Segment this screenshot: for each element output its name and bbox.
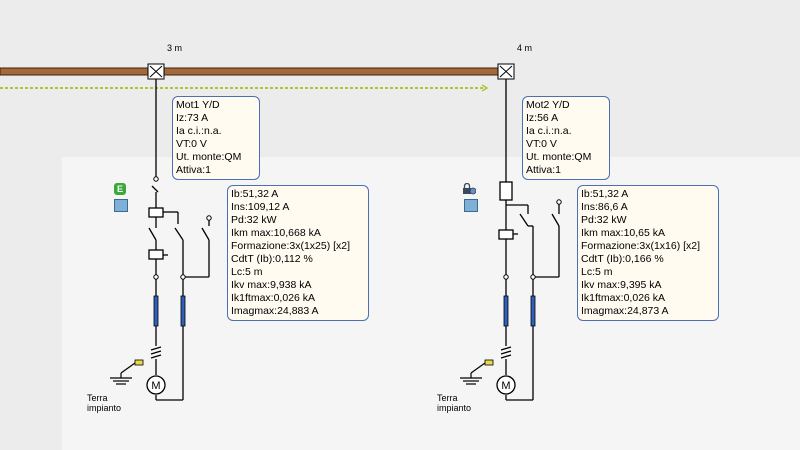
earth-label-2-line2: impianto [437, 403, 472, 413]
svg-text:M: M [151, 380, 160, 392]
motor-1-ikm: Ikm max:10,668 kA [231, 227, 321, 239]
motor-2-ikv: Ikv max:9,395 kA [581, 279, 662, 291]
motor-1-ib: Ib:51,32 A [231, 188, 279, 200]
earth-label-1-line1: Terra [87, 393, 108, 403]
motor-2-ins: Ins:86,6 A [581, 201, 628, 213]
cable-length-label-1: 3 m [167, 43, 183, 53]
image-icon-1[interactable] [114, 199, 128, 212]
motor-1-details-box[interactable]: Ib:51,32 A Ins:109,12 A Pd:32 kW Ikm max… [227, 185, 369, 321]
motor-1-lc: Lc:5 m [231, 266, 263, 278]
motor-1-formation: Formazione:3x(1x25) [x2] [231, 240, 351, 252]
motor-icon-1[interactable]: M [146, 375, 166, 395]
motor-2-ikm: Ikm max:10,65 kA [581, 227, 666, 239]
lock-icon[interactable] [462, 183, 476, 195]
motor-1-iz: Iz:73 A [176, 112, 209, 124]
motor-1-ikv: Ikv max:9,938 kA [231, 279, 312, 291]
ground-symbol-2[interactable] [460, 359, 494, 385]
motor-1-cdt: CdtT (Ib):0,112 % [231, 253, 313, 265]
e-badge-icon[interactable]: E [114, 183, 126, 195]
junction-node-2[interactable] [497, 63, 515, 80]
cable-segment-2b[interactable] [530, 295, 536, 327]
motor-1-vt: VT:0 V [176, 138, 207, 150]
motor-icon-2[interactable]: M [496, 375, 516, 395]
motor-2-name: Mot2 Y/D [526, 99, 570, 111]
motor-1-pd: Pd:32 kW [231, 214, 277, 226]
motor-1-active: Attiva:1 [176, 164, 212, 176]
motor-2-ib: Ib:51,32 A [581, 188, 629, 200]
motor-1-name: Mot1 Y/D [176, 99, 220, 111]
motor-2-header-box[interactable]: Mot2 Y/D Iz:56 A Ia c.i.:n.a. VT:0 V Ut.… [522, 96, 610, 180]
earth-label-1: Terra impianto [87, 393, 121, 413]
junction-node-1[interactable] [147, 63, 165, 80]
motor-1-header-box[interactable]: Mot1 Y/D Iz:73 A Ia c.i.:n.a. VT:0 V Ut.… [172, 96, 260, 180]
motor-1-ik1ft: Ik1ftmax:0,026 kA [231, 292, 316, 304]
motor-2-vt: VT:0 V [526, 138, 557, 150]
motor-1-upstream: Ut. monte:QM [176, 151, 242, 163]
motor-2-ik1ft: Ik1ftmax:0,026 kA [581, 292, 666, 304]
image-icon-2[interactable] [464, 199, 478, 212]
motor-2-upstream: Ut. monte:QM [526, 151, 592, 163]
motor-2-lc: Lc:5 m [581, 266, 613, 278]
motor-2-iz: Iz:56 A [526, 112, 559, 124]
earth-label-2-line1: Terra [437, 393, 458, 403]
cable-segment-2a[interactable] [503, 295, 509, 327]
earth-label-1-line2: impianto [87, 403, 122, 413]
motor-1-imag: Imagmax:24,883 A [231, 305, 319, 317]
motor-2-active: Attiva:1 [526, 164, 562, 176]
ground-symbol-1[interactable] [110, 359, 144, 385]
motor-2-details-box[interactable]: Ib:51,32 A Ins:86,6 A Pd:32 kW Ikm max:1… [577, 185, 719, 321]
motor-2-formation: Formazione:3x(1x16) [x2] [581, 240, 701, 252]
motor-2-ia: Ia c.i.:n.a. [526, 125, 572, 137]
feeder-2-schematic[interactable] [498, 79, 560, 401]
cable-length-label-2: 4 m [517, 43, 533, 53]
motor-1-ia: Ia c.i.:n.a. [176, 125, 222, 137]
svg-text:M: M [501, 380, 510, 392]
cable-segment-1b[interactable] [180, 295, 186, 327]
motor-2-pd: Pd:32 kW [581, 214, 627, 226]
cable-segment-1a[interactable] [153, 295, 159, 327]
busbar[interactable] [0, 67, 511, 76]
motor-2-imag: Imagmax:24,873 A [581, 305, 669, 317]
motor-1-ins: Ins:109,12 A [231, 201, 290, 213]
motor-2-cdt: CdtT (Ib):0,166 % [581, 253, 664, 265]
earth-label-2: Terra impianto [437, 393, 471, 413]
